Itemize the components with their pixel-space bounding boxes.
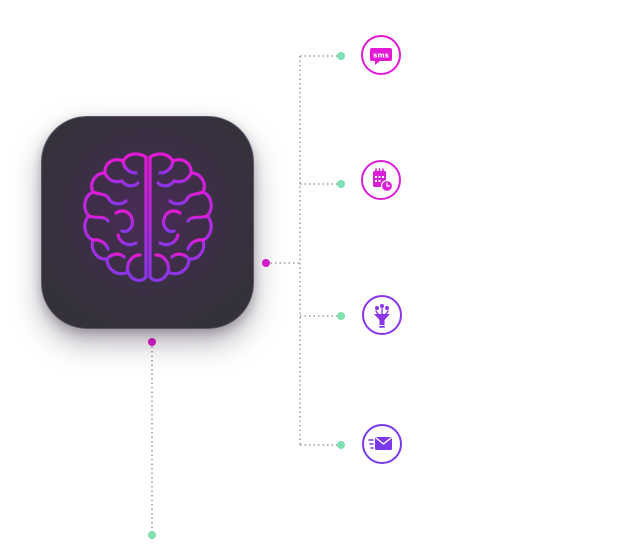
calendar-clock-icon <box>373 168 394 193</box>
brain-tile <box>41 116 254 329</box>
sms-chat-icon: sms <box>370 48 392 65</box>
funnel-node <box>362 295 402 335</box>
endpoint-dot-funnel <box>337 312 345 320</box>
sms-node: sms <box>361 35 401 75</box>
endpoint-dot-bottom <box>148 531 156 539</box>
endpoint-dot-sms <box>337 52 345 60</box>
sms-label: sms <box>373 52 389 60</box>
fast-mail-icon <box>368 436 392 450</box>
hub-dot <box>262 259 270 267</box>
mail-node <box>362 424 402 464</box>
funnel-icon <box>374 304 390 328</box>
endpoint-dot-mail <box>337 441 345 449</box>
calendar-node <box>361 160 401 200</box>
brain-icon <box>83 152 213 283</box>
bottom-start-dot <box>148 338 156 346</box>
endpoint-dot-calendar <box>337 180 345 188</box>
